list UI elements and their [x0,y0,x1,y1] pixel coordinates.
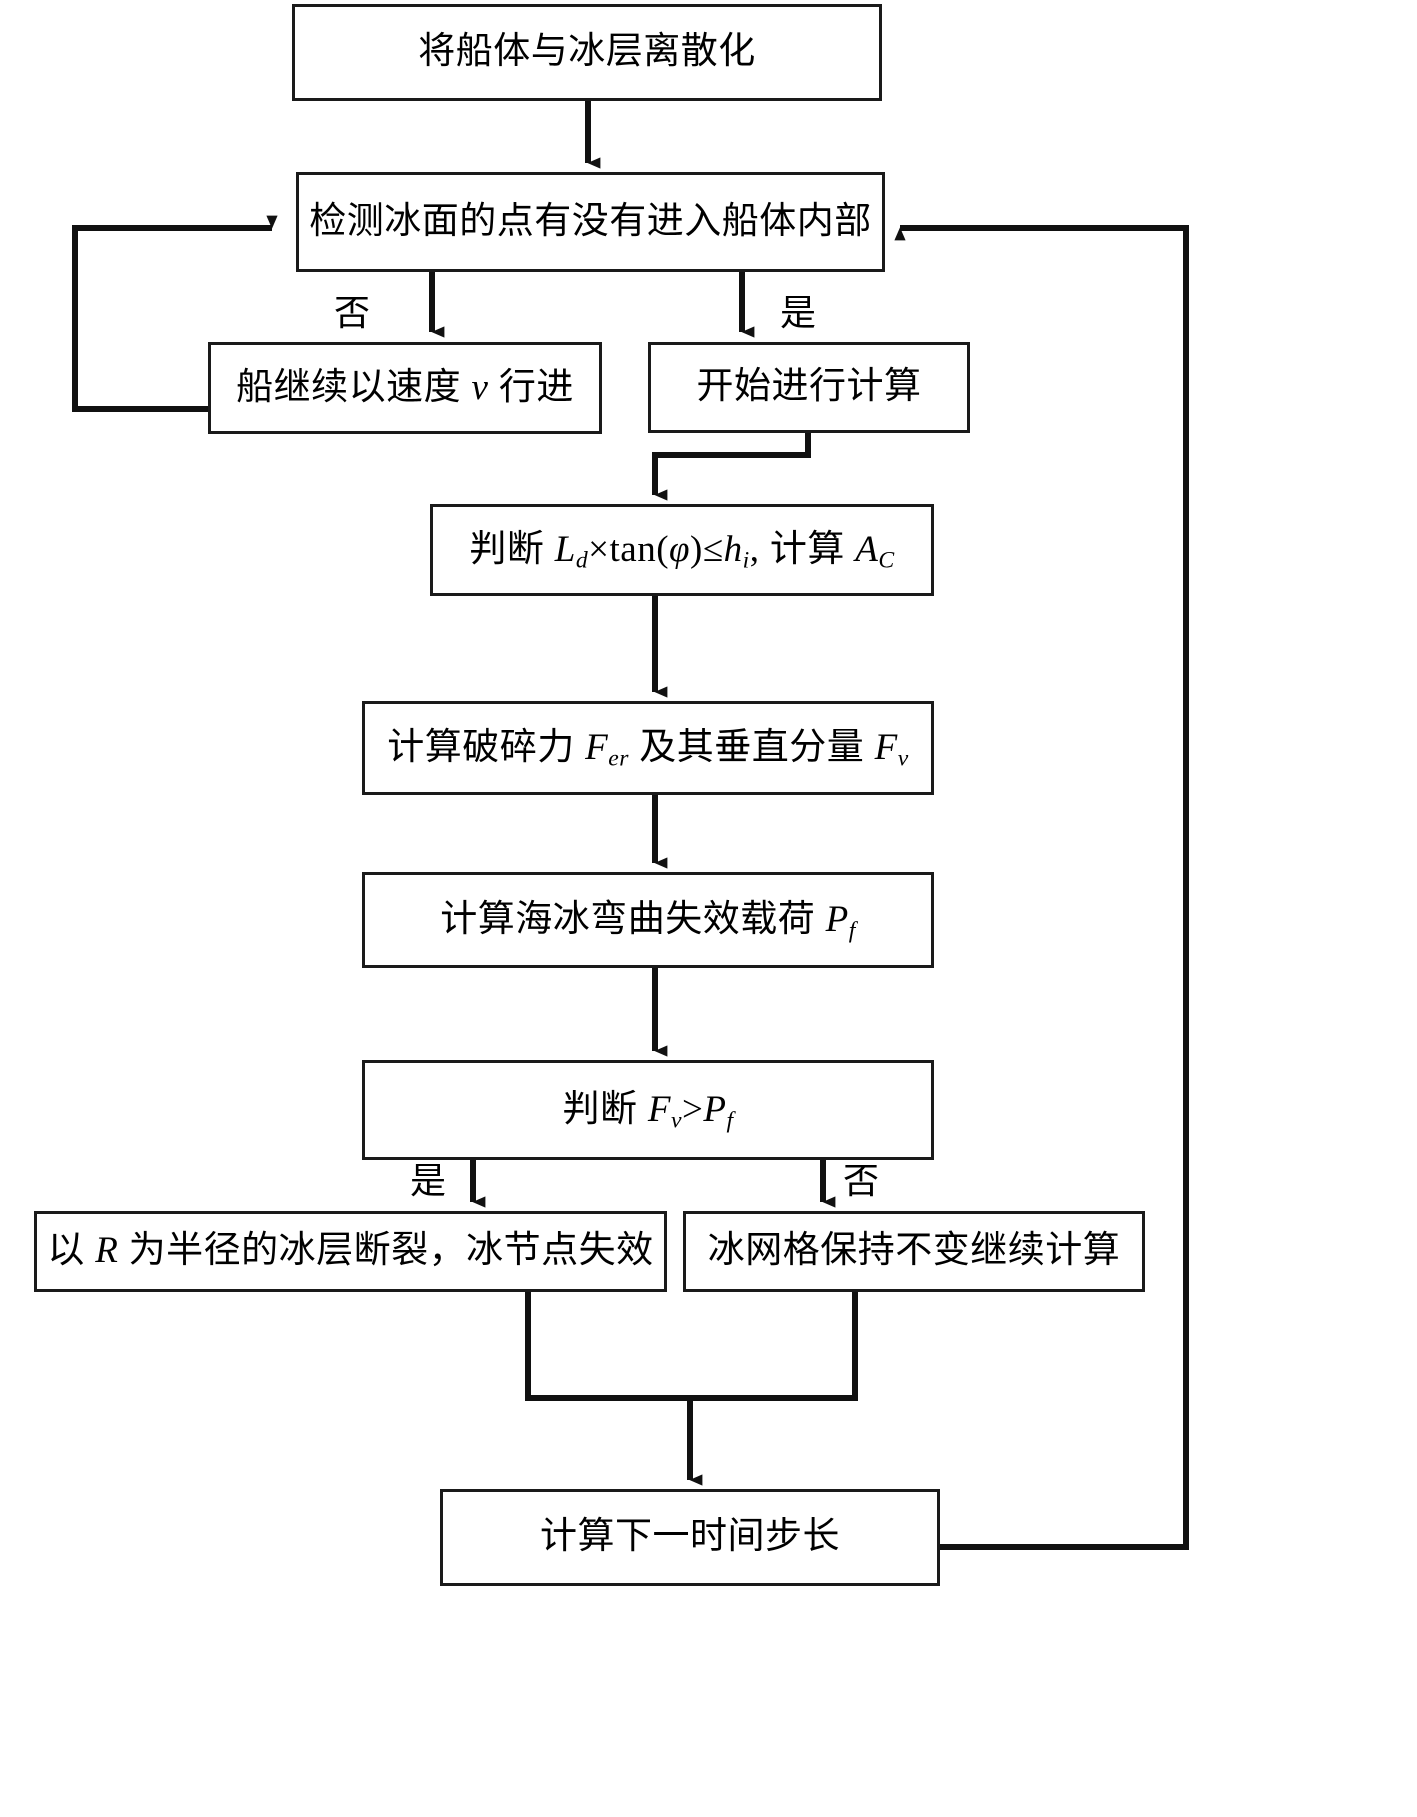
judge-fv-gt: > [681,1088,704,1130]
node-next-time-step[interactable]: 计算下一时间步长 [440,1489,940,1586]
crush-pre: 计算破碎力 [387,726,575,768]
break-post: 为半径的冰层断裂，冰节点失效 [128,1230,654,1272]
continue-speed-post: 行进 [498,366,574,408]
edge-label-yes-bottom: 是 [410,1161,447,1201]
judge-ld-L: L [554,528,576,570]
node-keep-mesh[interactable]: 冰网格保持不变继续计算 [683,1211,1145,1292]
edge-label-no-bottom: 否 [843,1161,880,1201]
crush-sub-er: er [608,745,629,772]
break-pre: 以 [47,1230,85,1272]
continue-speed-var: v [471,366,489,408]
judge-ld-sub-C: C [878,547,895,574]
judge-ld-h: h [723,528,743,570]
bending-P: P [825,898,849,940]
edge-label-yes-top: 是 [780,293,817,333]
edge-keepmesh-to-merge [690,1292,858,1401]
judge-ld-phi: φ [669,528,691,570]
judge-fv-P: P [703,1088,727,1130]
node-discretize[interactable]: 将船体与冰层离散化 [292,4,882,101]
judge-ld-times: ×tan( [588,528,670,570]
judge-fv-sub-v: v [670,1107,682,1134]
node-detect-label: 检测冰面的点有没有进入船体内部 [309,200,872,242]
node-start-calculation[interactable]: 开始进行计算 [648,342,970,433]
bending-pre: 计算海冰弯曲失效载荷 [440,898,816,940]
break-R: R [95,1230,119,1272]
crush-sub-v: v [897,745,909,772]
judge-ld-le: )≤ [690,528,724,570]
edge-break-to-nextstep [525,1292,703,1486]
judge-ld-sub-i: i [742,547,750,574]
node-discretize-label: 将船体与冰层离散化 [418,31,756,73]
judge-fv-F: F [647,1088,671,1130]
node-keep-mesh-label: 冰网格保持不变继续计算 [707,1230,1121,1272]
node-next-time-step-label: 计算下一时间步长 [540,1516,840,1558]
crush-Fv: F [874,726,898,768]
judge-ld-A: A [855,528,879,570]
judge-fv-pre: 判断 [562,1088,638,1130]
judge-ld-comma: , [749,528,760,570]
judge-ld-sub-d: d [575,547,589,574]
node-start-calculation-label: 开始进行计算 [696,366,922,408]
bending-sub-f: f [848,917,856,944]
edge-startcalc-to-judgeld [652,432,811,501]
crush-F: F [585,726,609,768]
judge-fv-sub-f: f [726,1107,734,1134]
judge-ld-pre: 判断 [469,528,545,570]
crush-mid: 及其垂直分量 [639,726,865,768]
node-detect-decision[interactable]: 检测冰面的点有没有进入船体内部 [296,172,885,272]
continue-speed-pre: 船继续以速度 [236,366,462,408]
judge-ld-post: 计算 [769,528,845,570]
edge-label-no-top: 否 [334,293,371,333]
